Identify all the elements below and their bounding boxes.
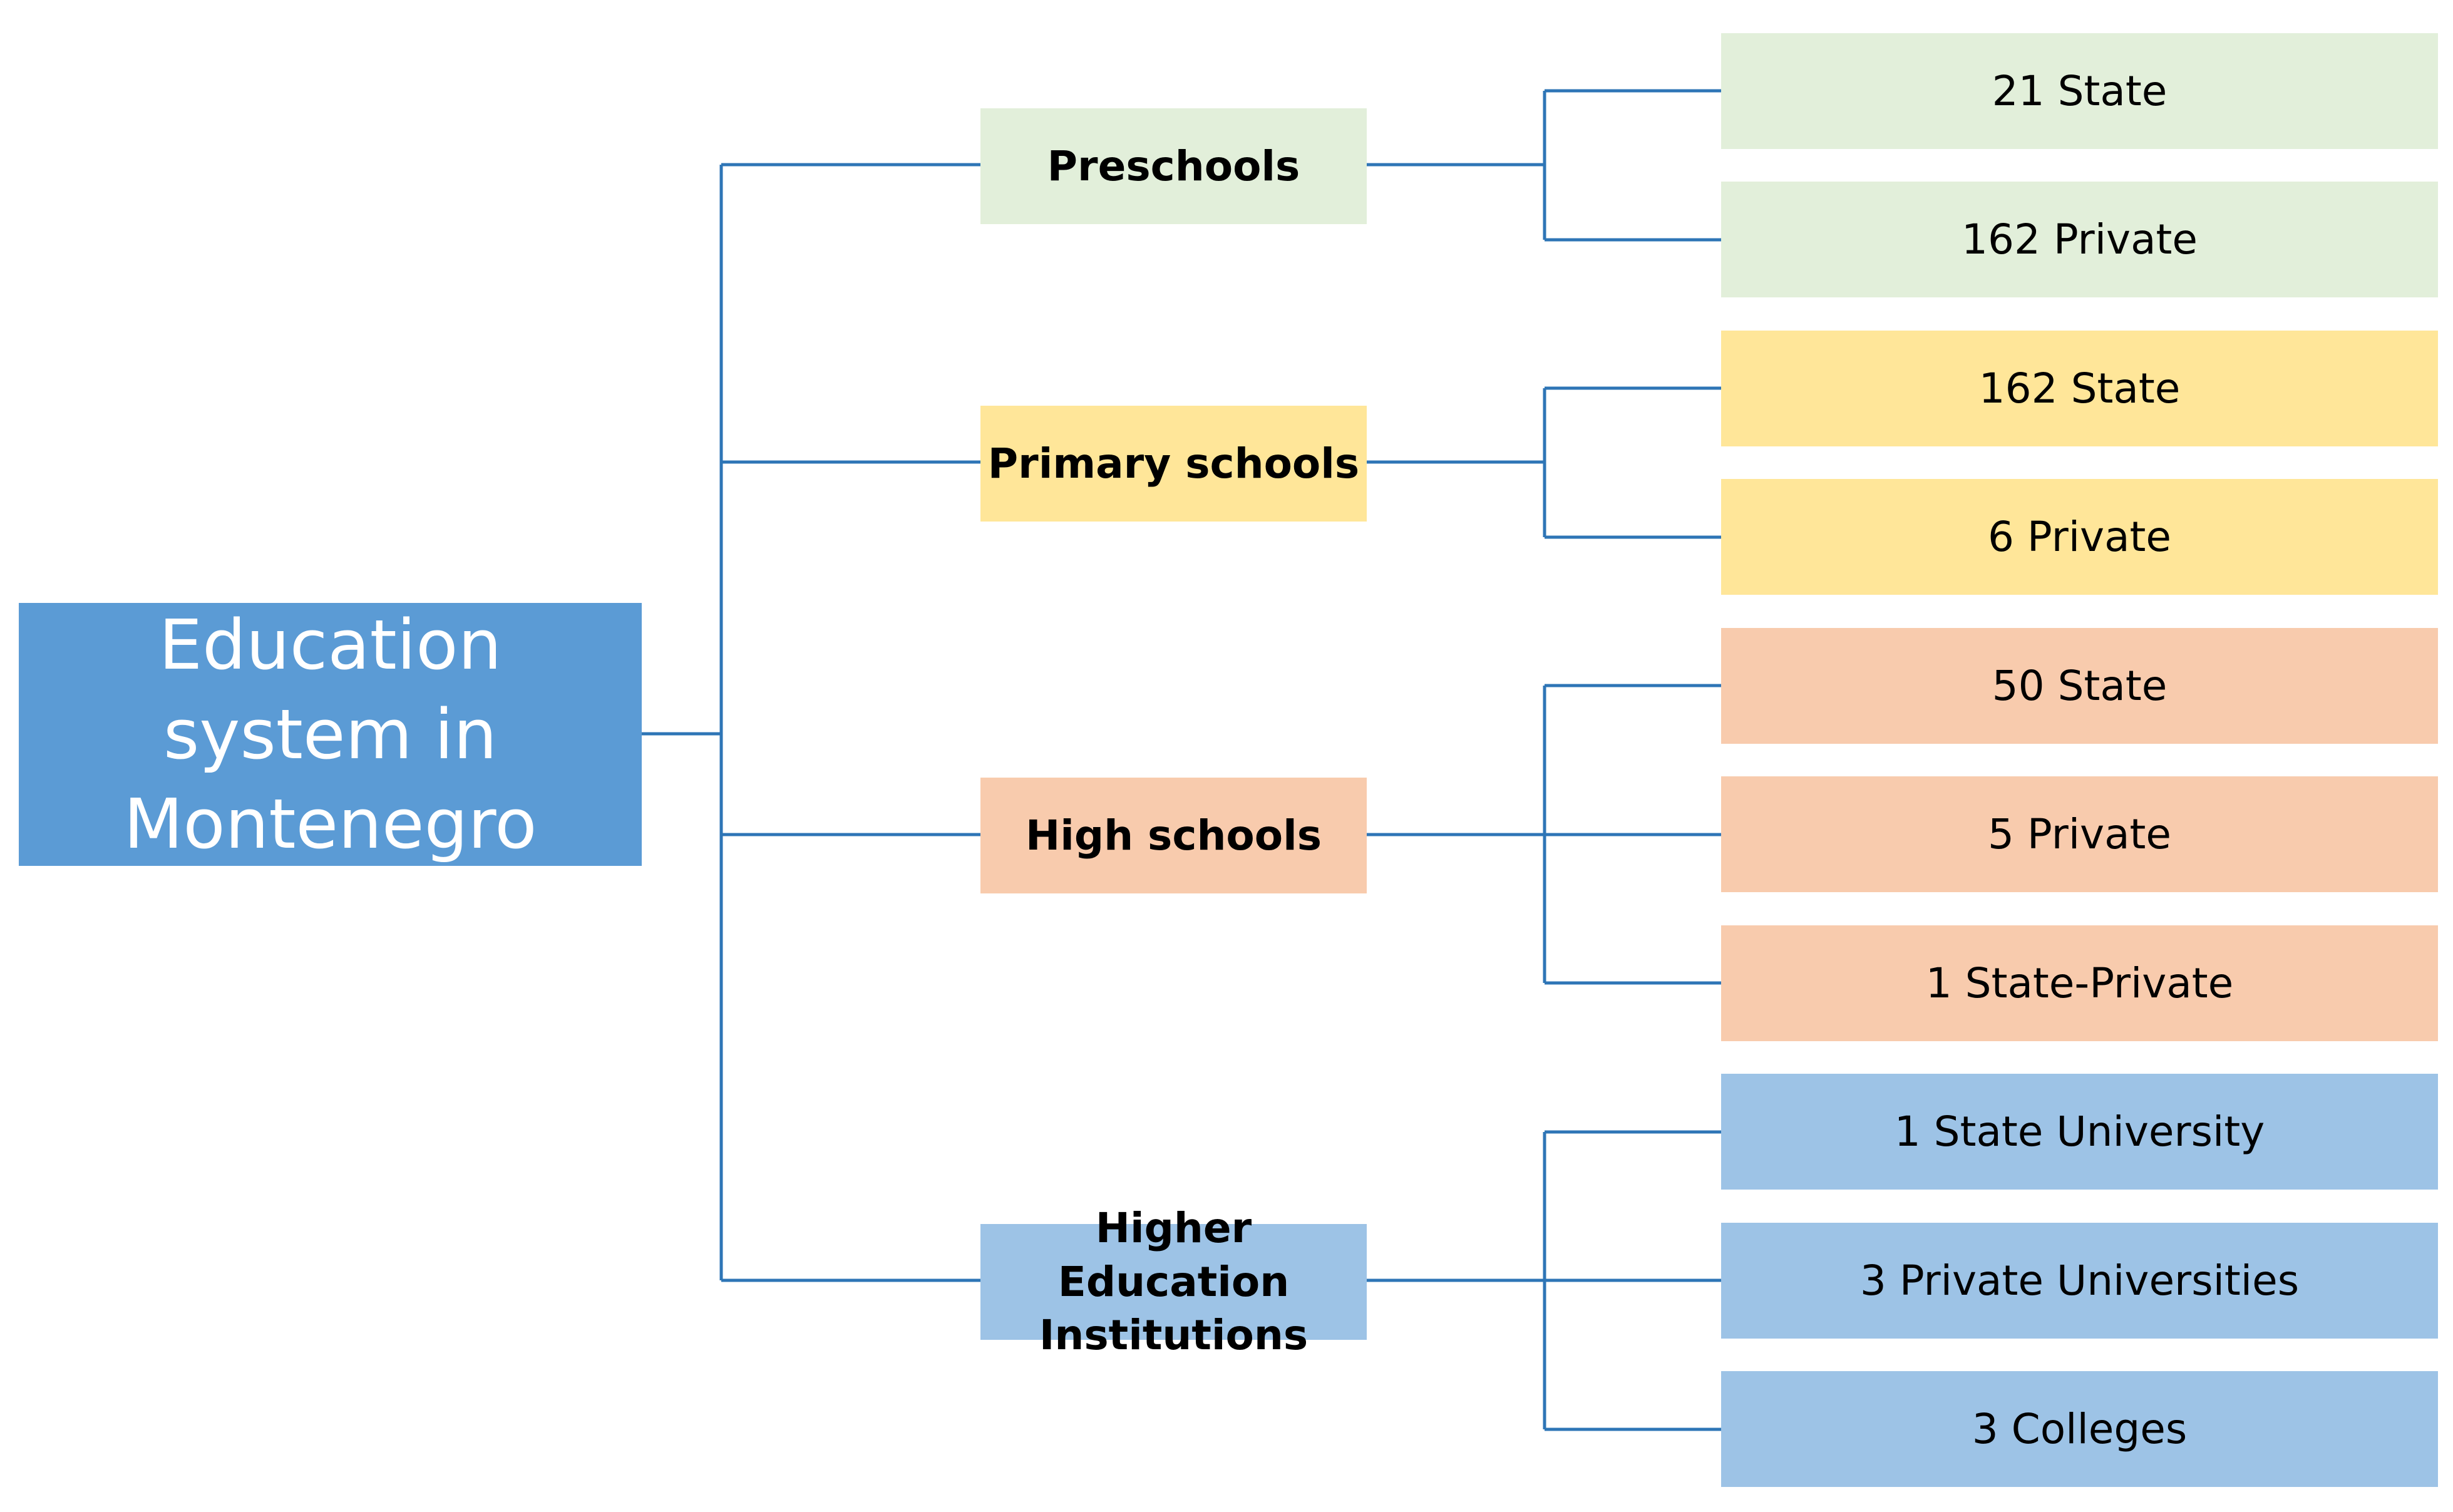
leaf-label: 1 State-Private [1925,959,2234,1007]
category-primary-schools: Primary schools [980,406,1367,522]
leaf-node: 1 State-Private [1721,925,2438,1041]
root-label: Education system in Montenegro [123,604,537,864]
leaf-label: 5 Private [1987,810,2172,858]
leaf-label: 1 State University [1894,1108,2265,1156]
leaf-label: 21 State [1992,67,2168,115]
leaf-node: 5 Private [1721,776,2438,892]
leaf-label: 3 Private Universities [1859,1257,2300,1305]
leaf-node: 162 State [1721,331,2438,446]
leaf-label: 50 State [1992,662,2168,710]
leaf-node: 3 Colleges [1721,1371,2438,1487]
leaf-label: 162 State [1978,364,2181,413]
root-node: Education system in Montenegro [19,603,642,866]
category-high-schools: High schools [980,778,1367,893]
leaf-node: 1 State University [1721,1074,2438,1190]
leaf-node: 3 Private Universities [1721,1223,2438,1339]
leaf-node: 21 State [1721,33,2438,149]
leaf-node: 162 Private [1721,182,2438,297]
leaf-label: 3 Colleges [1972,1405,2188,1453]
category-label: High schools [1025,811,1322,860]
category-label: Preschools [1047,141,1300,190]
leaf-label: 6 Private [1987,513,2172,561]
leaf-label: 162 Private [1961,215,2198,264]
leaf-node: 6 Private [1721,479,2438,595]
category-preschools: Preschools [980,108,1367,224]
category-label: Higher Education Institutions [1039,1203,1309,1360]
category-higher-education: Higher Education Institutions [980,1204,1367,1359]
leaf-node: 50 State [1721,628,2438,744]
category-label: Primary schools [987,439,1360,488]
